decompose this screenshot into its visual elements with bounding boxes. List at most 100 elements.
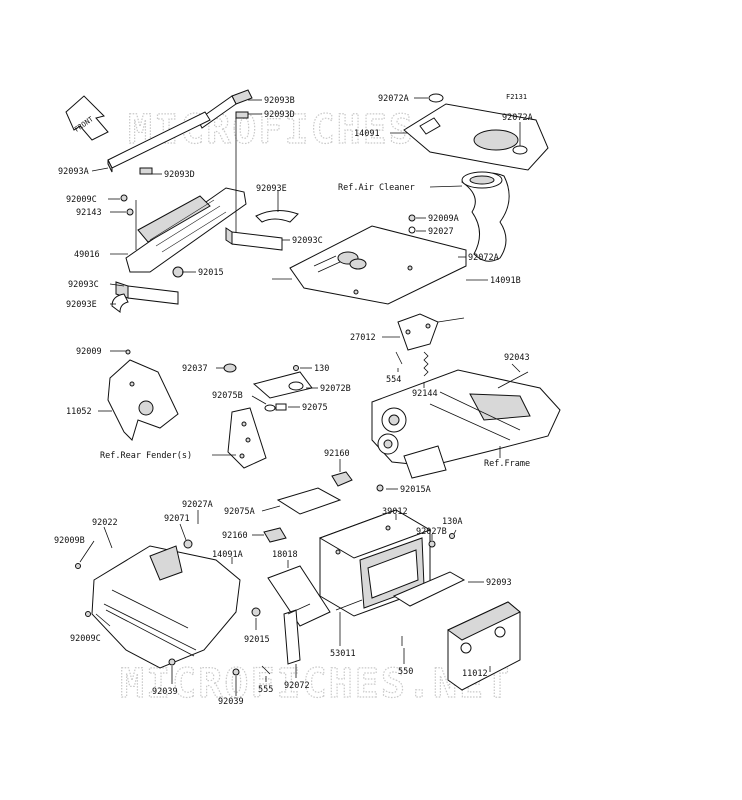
rear-fender-bracket (227, 407, 267, 469)
bolt-92009c-lower (85, 611, 91, 617)
spacer-92075 (275, 403, 287, 411)
block-92160-top (331, 471, 353, 487)
cover-14091 (403, 103, 549, 171)
washer-92027b (428, 540, 436, 548)
foam-block-92093c-lower (115, 281, 179, 305)
air-cleaner-duct (461, 171, 510, 262)
leader-lines-middle (382, 317, 521, 458)
label-92075b: 92075B (212, 391, 243, 401)
label-39012: 39012 (382, 507, 408, 517)
label-92160-top: 92160 (324, 449, 350, 459)
label-14091a: 14091A (212, 550, 243, 560)
pin-555 (261, 665, 271, 675)
grommet-92071 (183, 539, 193, 549)
strap-92093e (255, 210, 299, 223)
label-14091: 14091 (354, 129, 380, 139)
label-92075: 92075 (302, 403, 328, 413)
bracket-27012 (397, 313, 439, 351)
bolt-130 (293, 365, 299, 371)
bracket-18018 (267, 565, 331, 627)
label-14091b: 14091B (490, 276, 521, 286)
label-92039-left: 92039 (152, 687, 178, 697)
side-cover-14091a (91, 545, 241, 669)
label-92072b: 92072B (320, 384, 351, 394)
label-92043: 92043 (504, 353, 530, 363)
label-92075a: 92075A (224, 507, 255, 517)
label-92093a: 92093A (58, 167, 89, 177)
stay-92072 (283, 603, 311, 665)
label-92071: 92071 (164, 514, 190, 524)
label-92093c-right: 92093C (292, 236, 323, 246)
label-92072a-lower: 92072A (468, 253, 499, 263)
label-92039-right: 92039 (218, 697, 244, 707)
strap-92093e-lower (111, 293, 129, 313)
label-555: 555 (258, 685, 273, 695)
nut-92015a (376, 484, 384, 492)
label-92093b: 92093B (264, 96, 295, 106)
clamp-92072a-right (512, 145, 528, 155)
label-92093d-top: 92093D (264, 110, 295, 120)
label-92072a-top: 92072A (378, 94, 409, 104)
label-ref-frame: Ref.Frame (484, 459, 530, 469)
label-18018: 18018 (272, 550, 298, 560)
frame (371, 369, 561, 479)
label-27012: 27012 (350, 333, 376, 343)
battery-11012 (447, 601, 521, 691)
foam-strip-92093a (107, 111, 211, 173)
label-53011: 53011 (330, 649, 356, 659)
part-labels: 92093B 92093D 92093A 92093D 92009C 92143… (54, 94, 533, 707)
label-92015-top: 92015 (198, 268, 224, 278)
washer-92075b (264, 404, 276, 412)
bolt-53011 (335, 599, 363, 611)
leader-lines-top-left (91, 99, 290, 305)
clamp-92072a-top (428, 93, 444, 103)
label-130a: 130A (442, 517, 462, 527)
label-92072: 92072 (284, 681, 310, 691)
bolt-92009c (120, 194, 128, 202)
label-92093e-top: 92093E (256, 184, 287, 194)
washer-92143 (126, 208, 134, 216)
bolt-92039-right (232, 668, 240, 676)
pad-92093d-top (235, 111, 249, 119)
label-130: 130 (314, 364, 329, 374)
bolt-130a (449, 533, 455, 539)
label-92027b: 92027B (416, 527, 447, 537)
plate-11052 (107, 359, 179, 441)
bolt-92009 (125, 349, 131, 355)
foam-block-92093c-upper (225, 227, 283, 251)
label-92037: 92037 (182, 364, 208, 374)
front-arrow-icon: FRONT (65, 95, 109, 141)
battery-case-39012 (318, 509, 432, 617)
label-92009c-bottom: 92009C (70, 634, 101, 644)
label-ref-air-cleaner: Ref.Air Cleaner (338, 183, 415, 193)
washer-92027 (408, 226, 416, 234)
leader-lines-bottom (79, 459, 491, 696)
pin-554 (395, 351, 403, 365)
label-92009b: 92009B (54, 536, 85, 546)
label-92009: 92009 (76, 347, 102, 357)
label-92027: 92027 (428, 227, 454, 237)
label-92072a-right: 92072A (502, 113, 533, 123)
label-550: 550 (398, 667, 413, 677)
pad-92093d (139, 167, 153, 175)
pad-92075a (276, 487, 342, 515)
block-92160-bottom (263, 527, 287, 543)
bracket-49016 (125, 187, 247, 278)
label-92015-bottom: 92015 (244, 635, 270, 645)
label-92015a: 92015A (400, 485, 431, 495)
spring-92144 (423, 351, 429, 377)
pad-92093 (392, 571, 466, 607)
label-92144: 92144 (412, 389, 438, 399)
leader-lines-mid-left (98, 350, 318, 456)
label-92093d: 92093D (164, 170, 195, 180)
label-ref-rear-fender: Ref.Rear Fender(s) (100, 451, 192, 461)
label-92093c-left: 92093C (68, 280, 99, 290)
diagram-id: F2131 (506, 93, 527, 101)
leader-lines-top-right (272, 97, 521, 281)
label-554: 554 (386, 375, 401, 385)
bolt-92043 (497, 371, 529, 389)
label-92143: 92143 (76, 208, 102, 218)
label-11052: 11052 (66, 407, 92, 417)
label-92160-bottom: 92160 (222, 531, 248, 541)
